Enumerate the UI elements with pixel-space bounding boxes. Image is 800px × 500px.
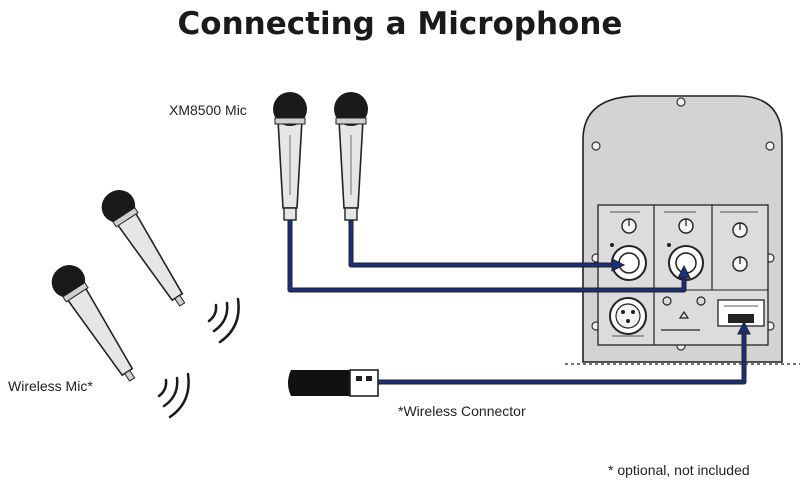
usb-dongle-icon bbox=[288, 369, 379, 397]
microphone-icon bbox=[334, 92, 368, 221]
xlr-input-jack bbox=[610, 243, 704, 281]
wireless-connector-label: *Wireless Connector bbox=[398, 403, 526, 419]
microphone-icon bbox=[101, 190, 186, 307]
speaker-rear-panel bbox=[565, 95, 800, 365]
diagram-title: Connecting a Microphone bbox=[177, 6, 623, 42]
wireless-mic-label: Wireless Mic* bbox=[8, 378, 93, 394]
xlr-output-jack bbox=[609, 297, 647, 337]
footnote-label: * optional, not included bbox=[608, 462, 750, 478]
radio-waves-icon bbox=[157, 372, 190, 419]
microphone-icon bbox=[273, 92, 307, 221]
wireless-receiver-port bbox=[717, 299, 765, 327]
microphone-icon bbox=[51, 265, 136, 382]
xm8500-mic-label: XM8500 Mic bbox=[169, 102, 247, 118]
radio-waves-icon bbox=[207, 297, 240, 344]
